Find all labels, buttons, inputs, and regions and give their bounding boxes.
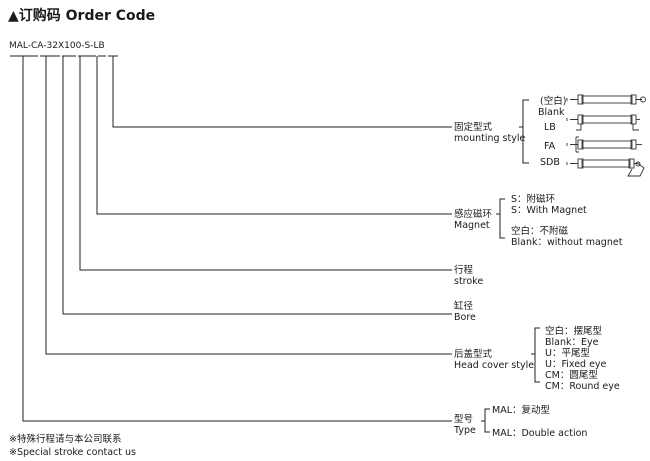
head-option-blank-en: Blank：Eye: [545, 337, 599, 348]
head-option-cm-cn: CM：圆尾型: [545, 370, 598, 381]
bore-cn: 缸径: [454, 301, 474, 312]
type-option-mal-cn: MAL：复动型: [492, 405, 550, 416]
magnet-option-blank-cn: 空白：不附磁: [511, 226, 569, 237]
order-code: MAL-CA-32X100-S-LB: [9, 41, 105, 51]
magnet-en: Magnet: [454, 220, 490, 231]
cylinder-sdb-drawing: [566, 158, 645, 177]
mount-option-sdb: SDB: [540, 157, 560, 168]
head-cover-cn: 后盖型式: [454, 349, 493, 360]
stroke-en: stroke: [454, 276, 484, 287]
stroke-label: 行程 stroke: [454, 265, 483, 287]
magnet-label: 感应磁环 Magnet: [454, 209, 492, 231]
mount-option-fa: FA: [544, 141, 556, 152]
head-option-cm-en: CM：Round eye: [545, 381, 620, 392]
bore-label: 缸径 Bore: [454, 301, 476, 323]
stroke-cn: 行程: [454, 265, 474, 276]
note-en: ※Special stroke contact us: [9, 447, 136, 458]
type-en: Type: [454, 425, 476, 436]
bore-en: Bore: [454, 312, 476, 323]
cylinder-fa-drawing: [566, 136, 642, 153]
head-cover-label: 后盖型式 Head cover style: [454, 349, 534, 371]
magnet-cn: 感应磁环: [454, 209, 493, 220]
head-option-blank-cn: 空白：摆尾型: [545, 326, 603, 337]
magnet-option-blank-en: Blank：without magnet: [511, 237, 623, 248]
magnet-option-s-en: S：With Magnet: [511, 205, 587, 216]
mounting-style-label: 固定型式 mounting style: [454, 122, 525, 144]
mount-option-blank-en: Blank: [538, 107, 565, 118]
cylinder-blank-drawing: [566, 94, 646, 105]
type-cn: 型号: [454, 414, 474, 425]
head-option-u-en: U：Fixed eye: [545, 359, 607, 370]
head-option-u-cn: U：平尾型: [545, 348, 590, 359]
note-cn: ※特殊行程请与本公司联系: [9, 434, 122, 445]
type-label: 型号 Type: [454, 414, 476, 436]
mounting-style-cn: 固定型式: [454, 122, 493, 133]
mount-option-lb: LB: [544, 122, 556, 133]
type-option-mal-en: MAL：Double action: [492, 428, 588, 439]
mount-option-blank-cn: (空白): [540, 96, 567, 107]
head-cover-en: Head cover style: [454, 360, 535, 371]
page-title: ▲订购码 Order Code: [8, 8, 156, 24]
cylinder-drawings: [566, 94, 646, 177]
mounting-style-en: mounting style: [454, 133, 526, 144]
magnet-option-s-cn: S：附磁环: [511, 194, 556, 205]
cylinder-lb-drawing: [566, 114, 640, 131]
